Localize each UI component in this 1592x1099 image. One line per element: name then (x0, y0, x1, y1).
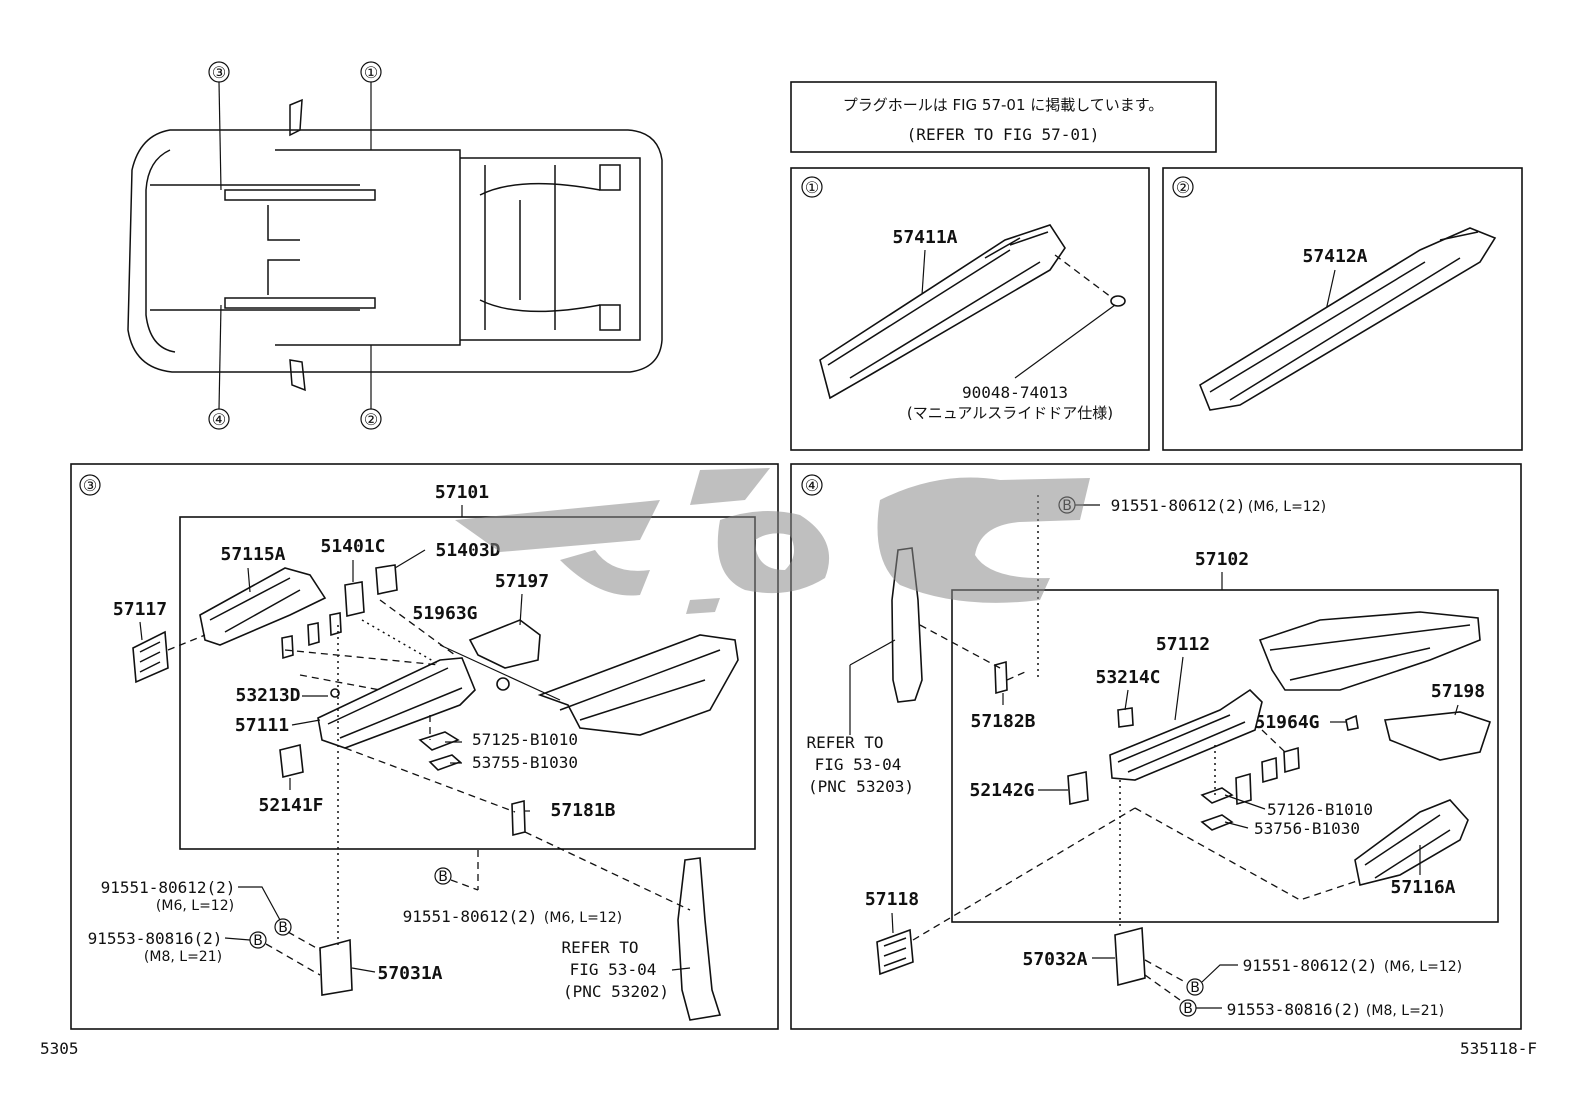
part-57125-B1010: 57125-B1010 (472, 730, 578, 749)
bolt-spec-m6-left: (M6, L=12) (156, 898, 234, 914)
apron-extension-57116A (1354, 799, 1469, 886)
bracket-57031A (319, 938, 353, 996)
bracket-57181B (511, 799, 526, 837)
part-53755-B1030: 53755-B1030 (472, 753, 578, 772)
bolt-badge-b6: B (1183, 1001, 1193, 1017)
vehicle-overview: ③ ① ④ ② (127, 61, 663, 430)
callout-2-bottom: ② (364, 410, 378, 429)
bolt-spec-m8-left: (M8, L=21) (144, 949, 222, 965)
refer-53202-line1: REFER TO (561, 938, 638, 957)
group-57102: 57102 (1195, 549, 1249, 570)
part-51963G: 51963G (412, 603, 477, 624)
bolt-spec-m6-center: (M6, L=12) (544, 910, 622, 926)
bracket-57032A (1114, 926, 1146, 987)
plug-note: (マニュアルスライドドア仕様) (907, 404, 1113, 422)
part-57411A: 57411A (892, 227, 957, 248)
part-53213D: 53213D (235, 685, 300, 706)
refer-53203-line2: FIG 53-04 (815, 755, 902, 774)
bolt-spec-m6-right: (M6, L=12) (1384, 959, 1462, 975)
bracket-52142G (1067, 771, 1089, 805)
part-57117: 57117 (113, 599, 167, 620)
panel-1: ① 57411A 90048-74013 (マニュアルスライドドア仕様) (790, 167, 1150, 451)
part-57181B: 57181B (550, 800, 615, 821)
part-51401C: 51401C (320, 536, 385, 557)
refer-53203-line1: REFER TO (806, 733, 883, 752)
front-side-member-57111 (317, 657, 476, 749)
gusset-53755 (428, 754, 462, 771)
part-53756-B1030: 53756-B1030 (1254, 819, 1360, 838)
pillar-reinforcement-53202 (677, 857, 722, 1021)
callout-4-bottom: ④ (212, 410, 226, 429)
bolt-91551-80612-right: 91551-80612(2) (1243, 956, 1378, 975)
bolt-91553-80816-right: 91553-80816(2) (1227, 1000, 1362, 1019)
bracket-51401C (344, 581, 365, 617)
part-57031A: 57031A (377, 963, 442, 984)
panel-2: ② 57412A (1162, 167, 1523, 451)
part-51403D: 51403D (435, 540, 500, 561)
panel-3-badge: ③ (83, 476, 97, 495)
part-57118: 57118 (865, 889, 919, 910)
callout-3-top: ③ (212, 63, 226, 82)
refer-53202-line3: (PNC 53202) (563, 982, 669, 1001)
callout-1-top: ① (364, 63, 378, 82)
panel-1-badge: ① (805, 178, 819, 197)
bracket-53214C (1117, 707, 1134, 728)
front-floor-rail-extension (537, 634, 739, 736)
bolt-91553-80816-left: 91553-80816(2) (88, 929, 223, 948)
bolt-badge-b2: B (253, 933, 263, 949)
watermark-logo (455, 468, 1090, 614)
refer-53203-line3: (PNC 53203) (808, 777, 914, 796)
front-side-member-57112 (1109, 688, 1263, 781)
part-57197: 57197 (495, 571, 549, 592)
part-51964G: 51964G (1254, 712, 1319, 733)
bolt-badge-b3: B (438, 869, 448, 885)
part-57111: 57111 (235, 715, 289, 736)
part-53214C: 53214C (1095, 667, 1160, 688)
panel-3: ③ 57101 57115A 51401C 51403D 57117 57197… (70, 463, 779, 1030)
grommet-51964G (1345, 714, 1359, 731)
gusset-57125 (418, 731, 460, 751)
bracket-57182B (994, 660, 1008, 695)
refer-53202-line2: FIG 53-04 (570, 960, 657, 979)
bolt-badge-b5: B (1190, 980, 1200, 996)
gusset-57126 (1200, 787, 1234, 804)
bracket-52141F (279, 744, 304, 778)
bolt-spec-m6-top: (M6, L=12) (1248, 499, 1326, 515)
group-57101: 57101 (435, 482, 489, 503)
part-57115A: 57115A (220, 544, 285, 565)
panel-2-badge: ② (1176, 178, 1190, 197)
bolt-spec-m8-right: (M8, L=21) (1366, 1003, 1444, 1019)
bracket-57197 (468, 619, 541, 669)
bolt-91551-80612-center: 91551-80612(2) (403, 907, 538, 926)
front-side-member-lh (1199, 227, 1497, 411)
part-52142G: 52142G (969, 780, 1034, 801)
apron-extension-57115A (199, 567, 327, 646)
grommet-51963G (496, 677, 510, 691)
refer-note: プラグホールは FIG 57-01 に掲載しています。 (REFER TO FI… (790, 81, 1217, 153)
part-90048-74013: 90048-74013 (962, 383, 1068, 402)
part-57116A: 57116A (1390, 877, 1455, 898)
panel-4-badge: ④ (805, 476, 819, 495)
bracket-51403D (375, 564, 398, 595)
part-57126-B1010: 57126-B1010 (1267, 800, 1373, 819)
front-side-member-rh (819, 224, 1066, 400)
part-52141F: 52141F (258, 795, 323, 816)
gusset-53756 (1200, 814, 1234, 831)
bolt-badge-b1: B (278, 920, 288, 936)
bracket-57198 (1384, 711, 1492, 761)
footer-drawing-id: 535118-F (1460, 1039, 1537, 1058)
refer-note-en: (REFER TO FIG 57-01) (907, 125, 1100, 144)
part-57182B: 57182B (970, 711, 1035, 732)
front-floor-rail-extension-lh (1258, 611, 1481, 691)
panel-4: ④ B 91551-80612(2) (M6, L=12) 57102 5711… (790, 463, 1522, 1030)
bolt-91551-80612-left: 91551-80612(2) (101, 878, 236, 897)
bolt-91551-80612-top: 91551-80612(2) (1111, 496, 1246, 515)
part-57198: 57198 (1431, 681, 1485, 702)
refer-note-jp: プラグホールは FIG 57-01 に掲載しています。 (843, 96, 1164, 114)
part-57112: 57112 (1156, 634, 1210, 655)
part-57032A: 57032A (1022, 949, 1087, 970)
part-57412A: 57412A (1302, 246, 1367, 267)
footer-figure-number: 5305 (40, 1039, 79, 1058)
